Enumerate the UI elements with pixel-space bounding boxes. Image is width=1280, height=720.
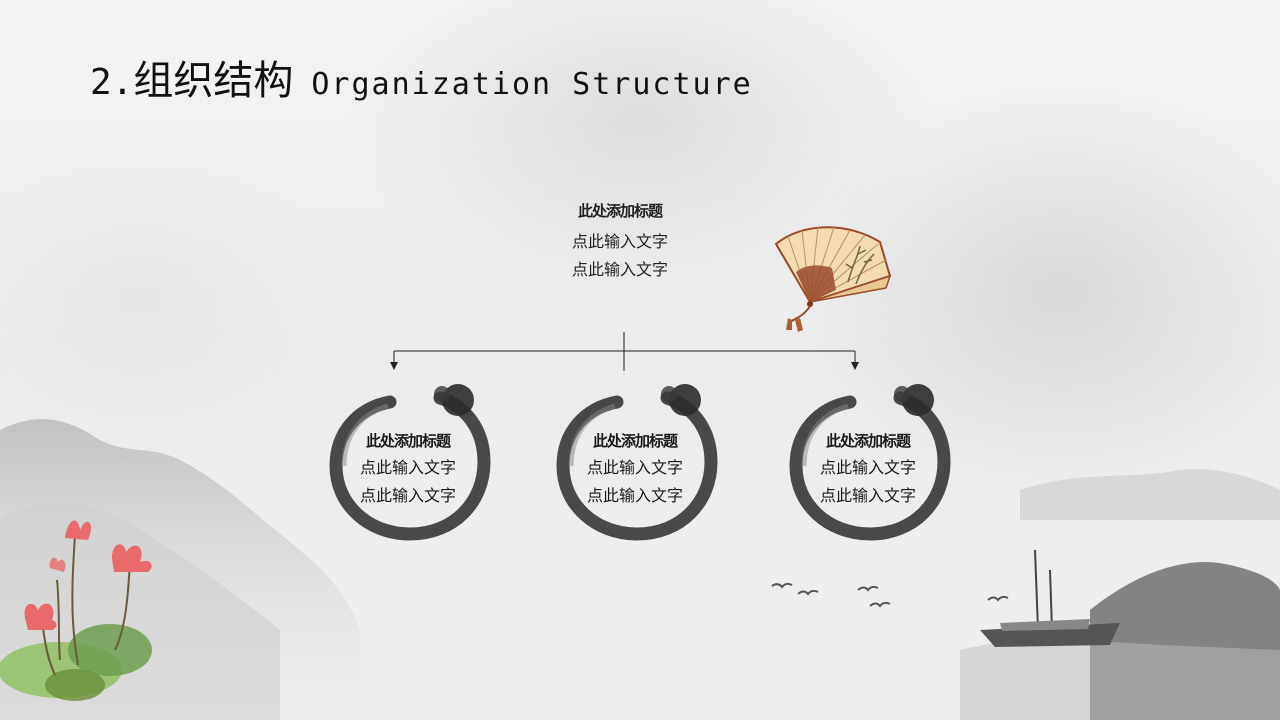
- child-node-text[interactable]: 点此输入文字: [819, 486, 916, 505]
- top-node-text[interactable]: 点此输入文字: [571, 260, 668, 279]
- child-node-text[interactable]: 点此输入文字: [586, 486, 683, 505]
- child-node-title[interactable]: 此处添加标题: [592, 432, 678, 450]
- org-top-node: 此处添加标题 点此输入文字 点此输入文字: [520, 198, 720, 284]
- child-node-text[interactable]: 点此输入文字: [359, 486, 456, 505]
- child-node-text[interactable]: 点此输入文字: [586, 458, 683, 477]
- bird-icon: [771, 582, 1009, 608]
- child-node-text[interactable]: 点此输入文字: [819, 458, 916, 477]
- lotus-icon: [0, 520, 152, 701]
- ink-circle-icon: [789, 384, 951, 541]
- org-child-node: 此处添加标题 点此输入文字 点此输入文字: [545, 380, 725, 550]
- org-child-node: 此处添加标题 点此输入文字 点此输入文字: [778, 380, 958, 550]
- title-number: 2.: [90, 62, 134, 103]
- top-node-title[interactable]: 此处添加标题: [577, 202, 663, 220]
- ink-circle-icon: [329, 384, 491, 541]
- mountain-right-icon: [960, 469, 1280, 720]
- slide-title: 2. 组织结构 Organization Structure: [90, 48, 753, 104]
- child-node-title[interactable]: 此处添加标题: [825, 432, 911, 450]
- title-chinese: 组织结构: [133, 58, 294, 104]
- title-english: Organization Structure: [311, 67, 753, 102]
- boat-icon: [980, 549, 1120, 647]
- folding-fan-icon: [774, 226, 892, 332]
- top-node-text[interactable]: 点此输入文字: [571, 232, 668, 251]
- org-child-node: 此处添加标题 点此输入文字 点此输入文字: [318, 380, 498, 550]
- child-node-text[interactable]: 点此输入文字: [359, 458, 456, 477]
- child-node-title[interactable]: 此处添加标题: [365, 432, 451, 450]
- ink-circle-icon: [556, 384, 718, 541]
